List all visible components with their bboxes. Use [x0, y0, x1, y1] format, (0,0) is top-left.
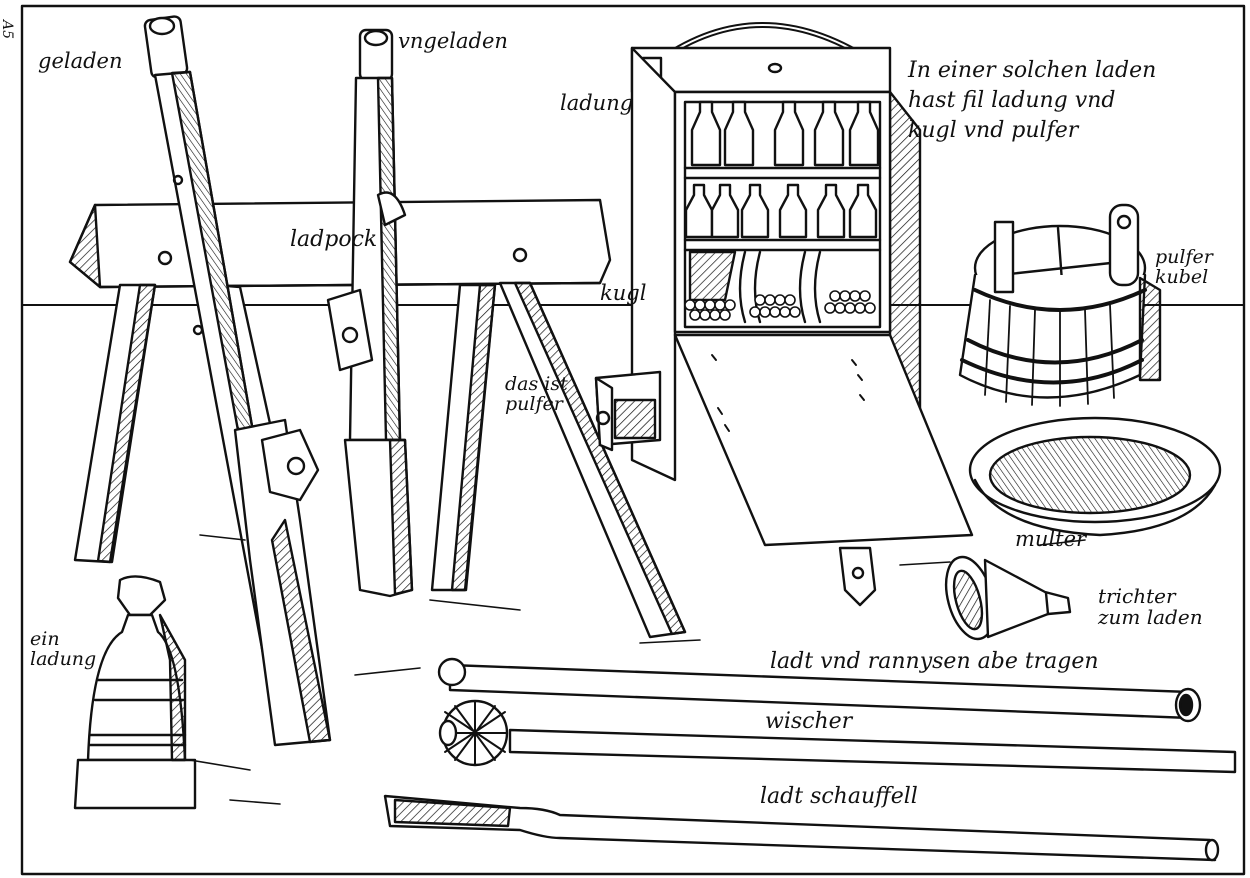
- powder-flask-icon: [73, 575, 197, 810]
- ein-ladung-line-1: ein: [30, 628, 60, 650]
- label-ladung: ladung: [560, 91, 634, 115]
- label-geladen: geladen: [38, 49, 123, 73]
- label-kugl: kugl: [600, 281, 647, 305]
- chest-description-line-3: kugl vnd pulfer: [908, 118, 1079, 143]
- ladle-icon: [383, 794, 1220, 862]
- label-ein-ladung: ein ladung: [30, 628, 97, 670]
- page-number: A5: [0, 20, 15, 40]
- das-ist-pulfer-line-2: pulfer: [505, 392, 563, 415]
- trichter-line-2: zum laden: [1098, 605, 1203, 629]
- powder-bucket-icon: [958, 203, 1162, 407]
- pulfer-kubel-line-1: pulfer: [1155, 246, 1213, 268]
- loaded-gun-icon: [143, 15, 332, 747]
- label-ladpock: ladpock: [290, 227, 378, 252]
- chest-description-line-1: In einer solchen laden: [908, 58, 1157, 83]
- pulfer-kubel-line-2: kubel: [1155, 265, 1209, 288]
- trichter-line-1: trichter: [1098, 584, 1176, 608]
- ammunition-chest-icon: [594, 22, 974, 607]
- unloaded-gun-icon: [326, 28, 414, 598]
- label-trichter: trichter zum laden: [1098, 586, 1203, 628]
- label-das-ist-pulfer: das ist pulfer: [505, 373, 568, 415]
- label-ramrod: ladt vnd rannysen abe tragen: [770, 649, 1099, 674]
- ramrod-icon: [437, 657, 1202, 723]
- trough-icon: [968, 416, 1222, 537]
- chest-description-line-2: hast fil ladung vnd: [908, 88, 1116, 113]
- plate-border: [20, 4, 1246, 876]
- label-multer: multer: [1015, 527, 1087, 551]
- label-pulfer-kubel: pulfer kubel: [1155, 246, 1213, 288]
- label-wischer: wischer: [765, 709, 853, 734]
- trestle-icon: [68, 198, 687, 639]
- ein-ladung-line-2: ladung: [30, 647, 97, 670]
- brush-icon: [438, 699, 1237, 774]
- das-ist-pulfer-line-1: das ist: [505, 373, 568, 395]
- label-ladt-schauffell: ladt schauffell: [760, 784, 918, 809]
- label-ungeladen: vngeladen: [398, 29, 508, 53]
- label-chest-description: In einer solchen laden hast fil ladung v…: [908, 56, 1243, 146]
- funnel-icon: [944, 555, 1072, 641]
